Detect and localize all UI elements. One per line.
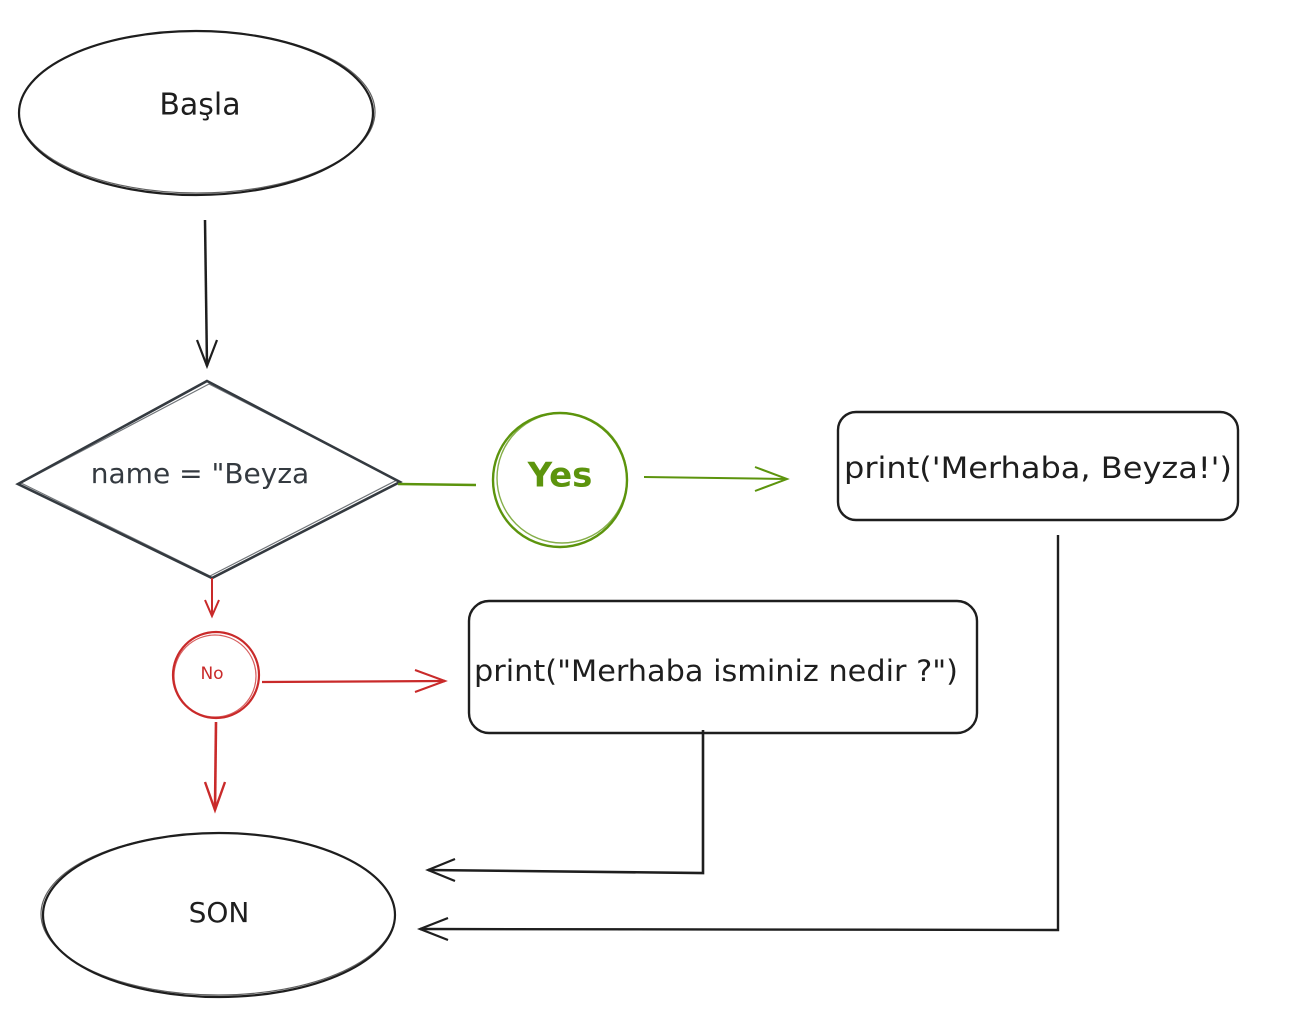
end-label: SON	[189, 896, 250, 929]
start-node[interactable]: Başla	[17, 29, 376, 197]
no-circle-sketch	[173, 634, 257, 718]
yes-node[interactable]: Yes	[491, 411, 629, 549]
yes-process-node[interactable]: print('Merhaba, Beyza!')	[836, 410, 1240, 522]
no-process-box	[467, 599, 979, 735]
decision-label: name = "Beyza	[91, 457, 309, 490]
yes-circle-sketch	[496, 412, 628, 544]
no-label: No	[200, 664, 223, 684]
decision-node[interactable]: name = "Beyza	[15, 379, 403, 580]
end-node[interactable]: SON	[40, 831, 397, 999]
arrow-no-to-process	[261, 669, 448, 693]
arrow-start-to-decision	[195, 219, 219, 370]
yes-process-label: print('Merhaba, Beyza!')	[844, 451, 1232, 485]
no-process-node[interactable]: print("Merhaba isminiz nedir ?")	[467, 599, 979, 735]
no-node[interactable]: No	[171, 630, 261, 720]
end-ellipse-sketch	[40, 832, 396, 996]
arrow-no-process-to-end	[425, 730, 705, 883]
no-circle	[171, 630, 261, 720]
yes-label: Yes	[527, 456, 593, 496]
start-ellipse-sketch	[18, 30, 376, 194]
no-process-label: print("Merhaba isminiz nedir ?")	[474, 654, 958, 688]
arrow-yes-to-process	[643, 466, 790, 492]
arrow-no-to-end	[203, 721, 227, 814]
arrow-yes-process-to-end	[416, 535, 1060, 942]
decision-diamond-sketch	[19, 383, 399, 577]
start-label: Başla	[159, 88, 240, 123]
yes-connector-line	[397, 482, 477, 487]
yes-process-box	[836, 410, 1240, 522]
arrow-decision-to-no	[204, 578, 220, 619]
